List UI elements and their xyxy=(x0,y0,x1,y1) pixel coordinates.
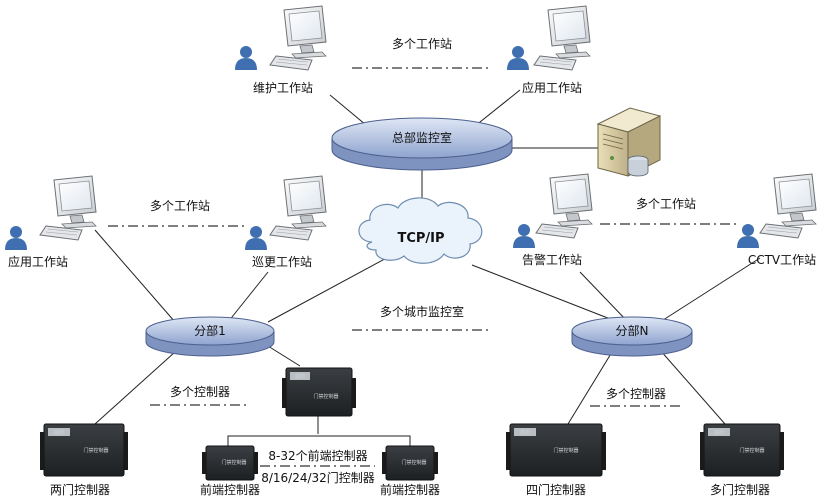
link-alarm-branchN xyxy=(579,271,629,323)
branch1-hub: 分部1 xyxy=(145,316,275,357)
link-branchN-fourdoor xyxy=(567,351,613,425)
hq-label: 总部监控室 xyxy=(392,130,452,145)
device-name-label: 门禁控制器 xyxy=(83,447,108,454)
device-name-label: 门禁控制器 xyxy=(401,459,426,466)
brand-label: 盛阳 xyxy=(520,429,530,436)
label-app-ws-top: 应用工作站 xyxy=(522,80,582,95)
label-cctv-ws: CCTV工作站 xyxy=(748,253,816,267)
label-hq-multi-ws: 多个工作站 xyxy=(392,37,452,51)
alarm-workstation-icon xyxy=(535,173,593,239)
patrol-user-icon xyxy=(245,226,267,250)
front-controller-right-device: 门禁控制器 xyxy=(382,445,438,481)
link-branch1-doorctrl xyxy=(267,345,301,367)
label-left-multi-ws: 多个工作站 xyxy=(150,199,210,213)
branchN-label: 分部N xyxy=(616,323,649,338)
brand-label: 盛阳 xyxy=(295,373,305,380)
branchN-hub: 分部N xyxy=(571,316,693,357)
connections xyxy=(94,89,761,446)
device-name-label: 门禁控制器 xyxy=(739,447,764,454)
label-patrol-ws: 巡更工作站 xyxy=(252,255,312,269)
brand-label: 盛阳 xyxy=(714,429,724,436)
patrol-workstation-icon xyxy=(269,175,327,241)
label-multi-door: 多门控制器 xyxy=(710,482,770,497)
label-multi-ctrl-left: 多个控制器 xyxy=(170,385,230,399)
label-front-ctrl-left: 前端控制器 xyxy=(200,482,260,497)
multi-separators xyxy=(108,67,740,467)
device-name-label: 门禁控制器 xyxy=(313,393,338,400)
label-right-multi-ws: 多个工作站 xyxy=(636,197,696,211)
device-name-label: 门禁控制器 xyxy=(553,447,578,454)
app-workstation-left-icon xyxy=(39,175,97,241)
multi-door-controller-device: 盛阳 门禁控制器 xyxy=(700,423,784,477)
label-front-count: 8-32个前端控制器 xyxy=(268,448,367,463)
bus-front-controllers xyxy=(227,435,411,446)
app-user-top-icon xyxy=(507,46,529,70)
link-branch1-twodoor xyxy=(94,351,176,425)
link-appws-branch1 xyxy=(94,229,176,323)
maint-workstation-icon xyxy=(269,5,327,71)
device-name-label: 门禁控制器 xyxy=(221,459,246,466)
label-maint-ws: 维护工作站 xyxy=(253,81,313,95)
four-door-controller-device: 盛阳 门禁控制器 xyxy=(506,423,606,477)
maint-user-icon xyxy=(235,46,257,70)
label-two-door: 两门控制器 xyxy=(50,482,110,497)
link-patrol-branch1 xyxy=(227,271,269,323)
link-cctv-branchN xyxy=(659,257,761,323)
label-multi-city: 多个城市监控室 xyxy=(380,304,464,319)
label-front-ctrl-right: 前端控制器 xyxy=(380,482,440,497)
alarm-user-icon xyxy=(513,224,535,248)
hq-hub: 总部监控室 xyxy=(331,117,513,171)
branch1-label: 分部1 xyxy=(194,323,226,338)
tcpip-label: TCP/IP xyxy=(397,231,444,246)
link-branchN-multidoor xyxy=(659,349,726,425)
cctv-workstation-icon xyxy=(759,173,817,239)
label-app-ws-left: 应用工作站 xyxy=(8,254,68,269)
label-door-ctrl-series: 8/16/24/32门控制器 xyxy=(261,470,375,485)
label-multi-ctrl-right: 多个控制器 xyxy=(606,387,666,401)
door-controller-device: 盛阳 门禁控制器 xyxy=(282,367,356,417)
link-tcpip-branchN xyxy=(471,264,619,323)
server-icon xyxy=(596,107,662,177)
front-controller-left-device: 门禁控制器 xyxy=(202,445,258,481)
label-four-door: 四门控制器 xyxy=(526,482,586,497)
app-workstation-top-icon xyxy=(533,5,591,71)
tcpip-cloud: TCP/IP xyxy=(358,197,483,264)
brand-label: 盛阳 xyxy=(54,429,64,436)
label-alarm-ws: 告警工作站 xyxy=(522,252,582,267)
cctv-user-icon xyxy=(737,224,759,248)
two-door-controller-device: 盛阳 门禁控制器 xyxy=(40,423,128,477)
app-user-left-icon xyxy=(5,226,27,250)
diagram-labels: 多个工作站 维护工作站 应用工作站 多个工作站 应用工作站 巡更工作站 多个工作… xyxy=(8,37,816,497)
link-tcpip-branch1 xyxy=(267,254,393,323)
